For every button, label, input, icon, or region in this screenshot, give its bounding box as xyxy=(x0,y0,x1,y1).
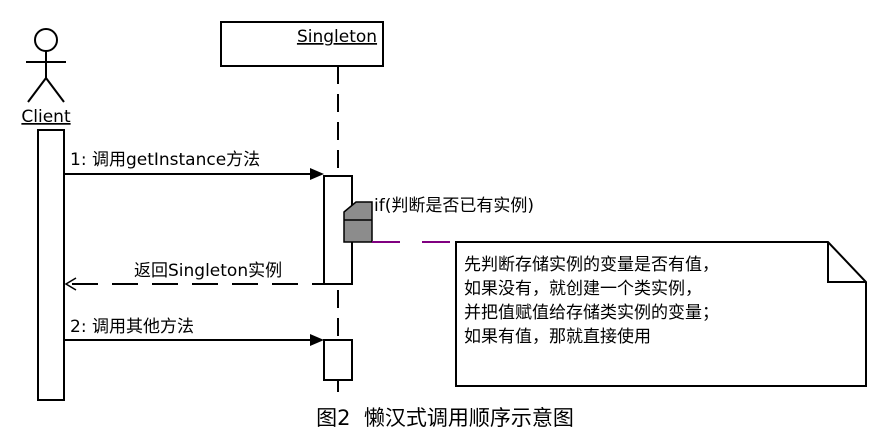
client-actor xyxy=(26,28,66,103)
singleton-object-box xyxy=(220,21,384,67)
message-1-label: 1: 调用getInstance方法 xyxy=(70,150,260,170)
message-2-arrowhead xyxy=(64,277,77,291)
self-call-label: if(判断是否已有实例) xyxy=(374,196,534,216)
message-1-arrowhead xyxy=(310,168,324,180)
message-3-label: 2: 调用其他方法 xyxy=(70,317,194,337)
actor-left-leg xyxy=(27,77,47,103)
message-2-label: 返回Singleton实例 xyxy=(134,261,282,281)
note-line-4: 如果有值，那就直接使用 xyxy=(464,326,651,347)
self-call-block xyxy=(343,201,373,243)
actor-right-leg xyxy=(45,77,65,103)
note-line-3: 并把值赋值给存储类实例的变量； xyxy=(464,303,719,323)
note-line-2: 如果没有，就创建一个类实例， xyxy=(464,279,702,299)
message-3-arrowhead xyxy=(310,334,324,346)
note-fold xyxy=(827,242,866,283)
actor-head xyxy=(34,28,58,52)
actor-label: Client xyxy=(21,107,71,127)
client-activation-bar xyxy=(37,129,65,401)
singleton-object-label: Singleton xyxy=(297,27,377,47)
figure-caption: 图2 懒汉式调用顺序示意图 xyxy=(316,406,574,430)
note-box xyxy=(455,241,867,387)
note-line-1: 先判断存储实例的变量是否有值， xyxy=(464,255,719,275)
singleton-activation-2 xyxy=(323,339,353,381)
